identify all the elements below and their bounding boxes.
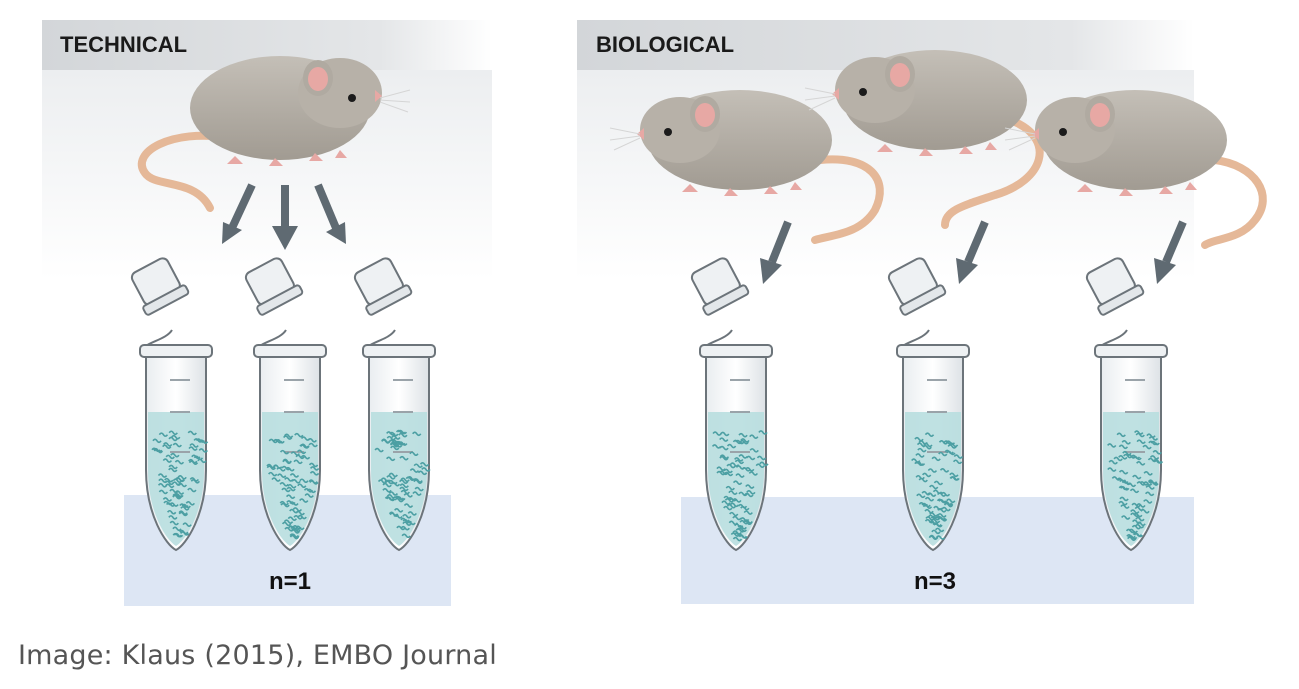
tube-cap: [690, 257, 750, 316]
tube-cap: [1085, 257, 1145, 316]
tube-body: [244, 257, 327, 552]
mouse: [137, 56, 411, 212]
tube-1: [130, 257, 213, 552]
mouse-1: [609, 90, 884, 244]
mouse-3: [1004, 90, 1267, 249]
tube-6: [1085, 257, 1168, 552]
tube-3: [353, 257, 436, 552]
tube-body: [353, 257, 436, 552]
tube-2: [244, 257, 327, 552]
tube-body: [130, 257, 213, 552]
biological-title: BIOLOGICAL: [596, 32, 734, 57]
technical-panel: TECHNICAL: [42, 20, 492, 606]
technical-title: TECHNICAL: [60, 32, 187, 57]
tube-body: [690, 257, 773, 552]
arrow-center: [272, 185, 298, 250]
tube-body: [887, 257, 970, 552]
arrow-left: [222, 183, 256, 244]
mouse-2: [804, 50, 1044, 229]
tube-cap: [353, 257, 413, 316]
tube-5: [887, 257, 970, 552]
arrow-right: [314, 183, 346, 244]
image-credit-caption: Image: Klaus (2015), EMBO Journal: [18, 640, 497, 671]
arrow-mouse-2: [956, 220, 989, 284]
tube-4: [690, 257, 773, 552]
biological-n-label: n=3: [914, 568, 956, 595]
arrow-mouse-1: [760, 220, 792, 284]
tube-cap: [130, 257, 190, 316]
arrow-mouse-3: [1154, 220, 1187, 284]
tube-cap: [887, 257, 947, 316]
technical-n-label: n=1: [269, 568, 311, 595]
tube-cap: [244, 257, 304, 316]
biological-panel: BIOLOGICAL: [577, 20, 1267, 604]
tube-body: [1085, 257, 1168, 552]
